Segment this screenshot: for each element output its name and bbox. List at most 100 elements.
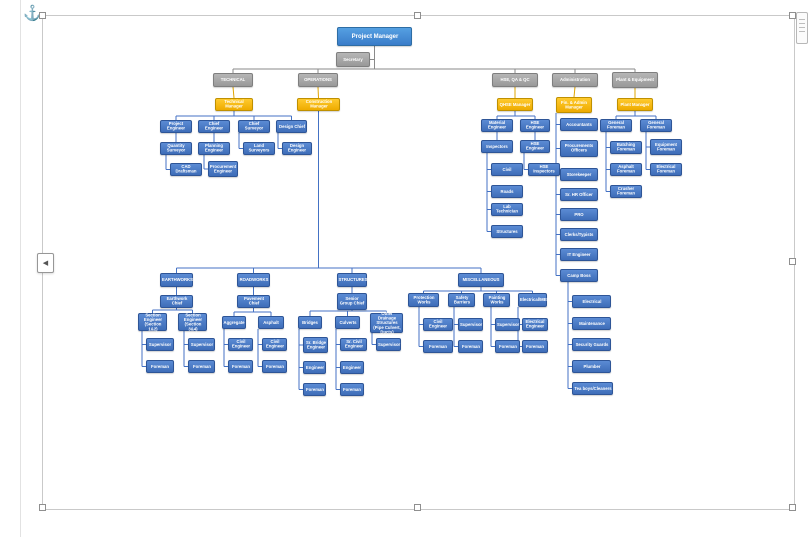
org-node-design-chief[interactable]: Design Chief (276, 120, 307, 133)
org-node-ew-chief[interactable]: Earthwork Chief (160, 295, 193, 308)
org-node-maintenance[interactable]: Maintenance (572, 317, 611, 330)
selection-handle-top-right[interactable] (789, 12, 796, 19)
org-node-land-surv[interactable]: Land Surveyors (243, 142, 275, 155)
org-node-earthworks[interactable]: EARTHWORKS (160, 273, 193, 287)
org-node-proc-off[interactable]: Procurements Officers (560, 140, 598, 157)
selection-handle-top-left[interactable] (39, 12, 46, 19)
org-node-for-m4[interactable]: Foreman (522, 340, 548, 353)
org-node-structures[interactable]: Structures (491, 225, 523, 238)
org-node-camp-boss[interactable]: Camp Boss (560, 269, 598, 282)
org-node-secretary[interactable]: Secretary (336, 52, 370, 67)
org-node-qty-surv[interactable]: Quantity Surveyor (160, 142, 192, 155)
org-node-culverts[interactable]: Culverts (335, 316, 360, 329)
org-node-aggregate[interactable]: Aggregate (222, 316, 246, 329)
org-node-lab-tech[interactable]: Lab Technician (491, 203, 523, 216)
org-node-asphalt-f[interactable]: Asphalt Foreman (610, 163, 642, 176)
org-node-tech-mgr[interactable]: Technical Manager (215, 98, 253, 111)
org-node-design-eng[interactable]: Design Engineer (282, 142, 312, 155)
org-node-structures-grp[interactable]: STRUCTURES (337, 273, 368, 287)
org-node-cv-eng[interactable]: Sr. Civil Engineer (340, 338, 367, 351)
org-node-sr-hr[interactable]: Sr. HR Officer (560, 188, 598, 201)
org-node-asphalt[interactable]: Asphalt (258, 316, 284, 329)
org-node-qhse-mgr[interactable]: QHSE Manager (497, 98, 533, 111)
org-node-plan-eng[interactable]: Planning Engineer (198, 142, 230, 155)
org-node-it-eng[interactable]: IT Engineer (560, 248, 598, 261)
org-node-batching[interactable]: Batching Foreman (610, 141, 642, 154)
org-node-hse-eng1[interactable]: HSE Engineer (520, 119, 550, 132)
selection-handle-bottom-right[interactable] (789, 504, 796, 511)
org-node-pv-chief[interactable]: Pavement Chief (237, 295, 270, 308)
org-node-proj-eng[interactable]: Project Engineer (160, 120, 192, 133)
org-node-pro[interactable]: PRO (560, 208, 598, 221)
org-node-plant[interactable]: Plant & Equipment (612, 72, 658, 88)
selection-handle-top-center[interactable] (414, 12, 421, 19)
org-node-drainage[interactable]: Other Drainage Structures (Pipe Culvert,… (370, 311, 403, 334)
org-node-eng2[interactable]: Engineer (340, 361, 364, 374)
org-node-chief-eng[interactable]: Chief Engineer (198, 120, 230, 133)
org-node-sup-m1[interactable]: Supervisor (458, 318, 483, 331)
org-node-sup-m2[interactable]: Supervisor (495, 318, 520, 331)
org-node-gf1[interactable]: General Foreman (600, 119, 632, 132)
org-node-crusher[interactable]: Crusher Foreman (610, 185, 642, 198)
org-node-for2[interactable]: Foreman (188, 360, 215, 373)
org-node-security[interactable]: Security Guards (572, 338, 611, 351)
org-node-sup1[interactable]: Supervisor (146, 338, 174, 351)
selection-handle-mid-right[interactable] (789, 258, 796, 265)
collapse-left-button[interactable]: ◀ (37, 253, 54, 273)
org-node-plant-mgr[interactable]: Plant Manager (617, 98, 653, 111)
org-node-electrical[interactable]: Electrical (572, 295, 611, 308)
org-node-hse-insp[interactable]: HSE Inspectors (528, 163, 560, 176)
org-node-pm[interactable]: Project Manager (337, 27, 412, 46)
org-node-proc-eng[interactable]: Procurement Engineer (208, 161, 238, 177)
org-node-cad[interactable]: CAD Draftsman (170, 163, 202, 176)
org-node-const-mgr[interactable]: Construction Manager (297, 98, 340, 111)
org-node-hse-eng2[interactable]: HSE Engineer (520, 140, 550, 153)
org-node-for-m2[interactable]: Foreman (458, 340, 483, 353)
org-node-civil[interactable]: Civil (491, 163, 523, 176)
org-node-misc[interactable]: MISCELLANEOUS (458, 273, 504, 287)
org-node-storekeeper[interactable]: Storekeeper (560, 168, 598, 181)
org-node-operations[interactable]: OPERATIONS (298, 73, 338, 87)
org-node-chief-surv[interactable]: Chief Surveyor (238, 120, 270, 133)
org-node-eng1[interactable]: Engineer (303, 361, 326, 374)
selection-handle-bottom-left[interactable] (39, 504, 46, 511)
org-node-dr-sup[interactable]: Supervisor (376, 338, 401, 351)
org-node-equip-f[interactable]: Equipment Foreman (650, 139, 682, 155)
org-node-safety-bar[interactable]: Safety Barriers (448, 293, 475, 307)
org-node-ee-m[interactable]: Electrical Engineer (522, 318, 548, 331)
scrollbar-grip[interactable] (796, 12, 808, 44)
org-node-br-eng[interactable]: Sr. Bridge Engineer (303, 337, 328, 353)
org-node-admin[interactable]: Administration (552, 73, 598, 87)
org-node-sup2[interactable]: Supervisor (188, 338, 215, 351)
org-node-technical[interactable]: TECHNICAL (213, 73, 253, 87)
org-node-sg-chief[interactable]: Senior Group Chief (337, 293, 367, 310)
org-node-se34[interactable]: Section Engineer (Section 3&4) (178, 313, 207, 331)
org-node-se12[interactable]: Section Engineer (Section 1&2) (138, 313, 167, 331)
org-node-ce1[interactable]: Civil Engineer (228, 338, 253, 351)
org-node-gf2[interactable]: General Foreman (640, 119, 672, 132)
org-node-hse[interactable]: HSE, QA & QC (492, 73, 538, 87)
org-node-elec-f[interactable]: Electrical Foreman (650, 163, 682, 176)
org-node-accountants[interactable]: Accountants (560, 118, 598, 131)
org-node-elec-mep[interactable]: Electrical/MEP (518, 293, 549, 307)
org-node-bridges[interactable]: Bridges (298, 316, 322, 329)
org-node-for4[interactable]: Foreman (262, 360, 287, 373)
org-node-for6[interactable]: Foreman (340, 383, 364, 396)
org-node-civ-eng-m[interactable]: Civil Engineer (423, 318, 453, 331)
anchor-icon[interactable]: ⚓ (23, 5, 42, 22)
org-node-plumber[interactable]: Plumber (572, 360, 611, 373)
org-node-for-m1[interactable]: Foreman (423, 340, 453, 353)
org-node-inspectors[interactable]: Inspectors (481, 140, 513, 153)
org-node-for1[interactable]: Foreman (146, 360, 174, 373)
org-node-clerks[interactable]: Clerks/Typists (560, 228, 598, 241)
org-node-painting[interactable]: Painting Works (483, 293, 510, 307)
selection-handle-bottom-center[interactable] (414, 504, 421, 511)
org-node-teaboys[interactable]: Tea boys/Cleaners (572, 382, 613, 395)
org-node-for-m3[interactable]: Foreman (495, 340, 520, 353)
org-node-prot-works[interactable]: Protection Works (408, 293, 439, 307)
org-node-ce2[interactable]: Civil Engineer (262, 338, 287, 351)
org-node-fin-mgr[interactable]: Fin. & Admin Manager (556, 97, 592, 113)
org-node-roadworks[interactable]: ROADWORKS (237, 273, 270, 287)
org-node-for3[interactable]: Foreman (228, 360, 253, 373)
org-node-for5[interactable]: Foreman (303, 383, 326, 396)
